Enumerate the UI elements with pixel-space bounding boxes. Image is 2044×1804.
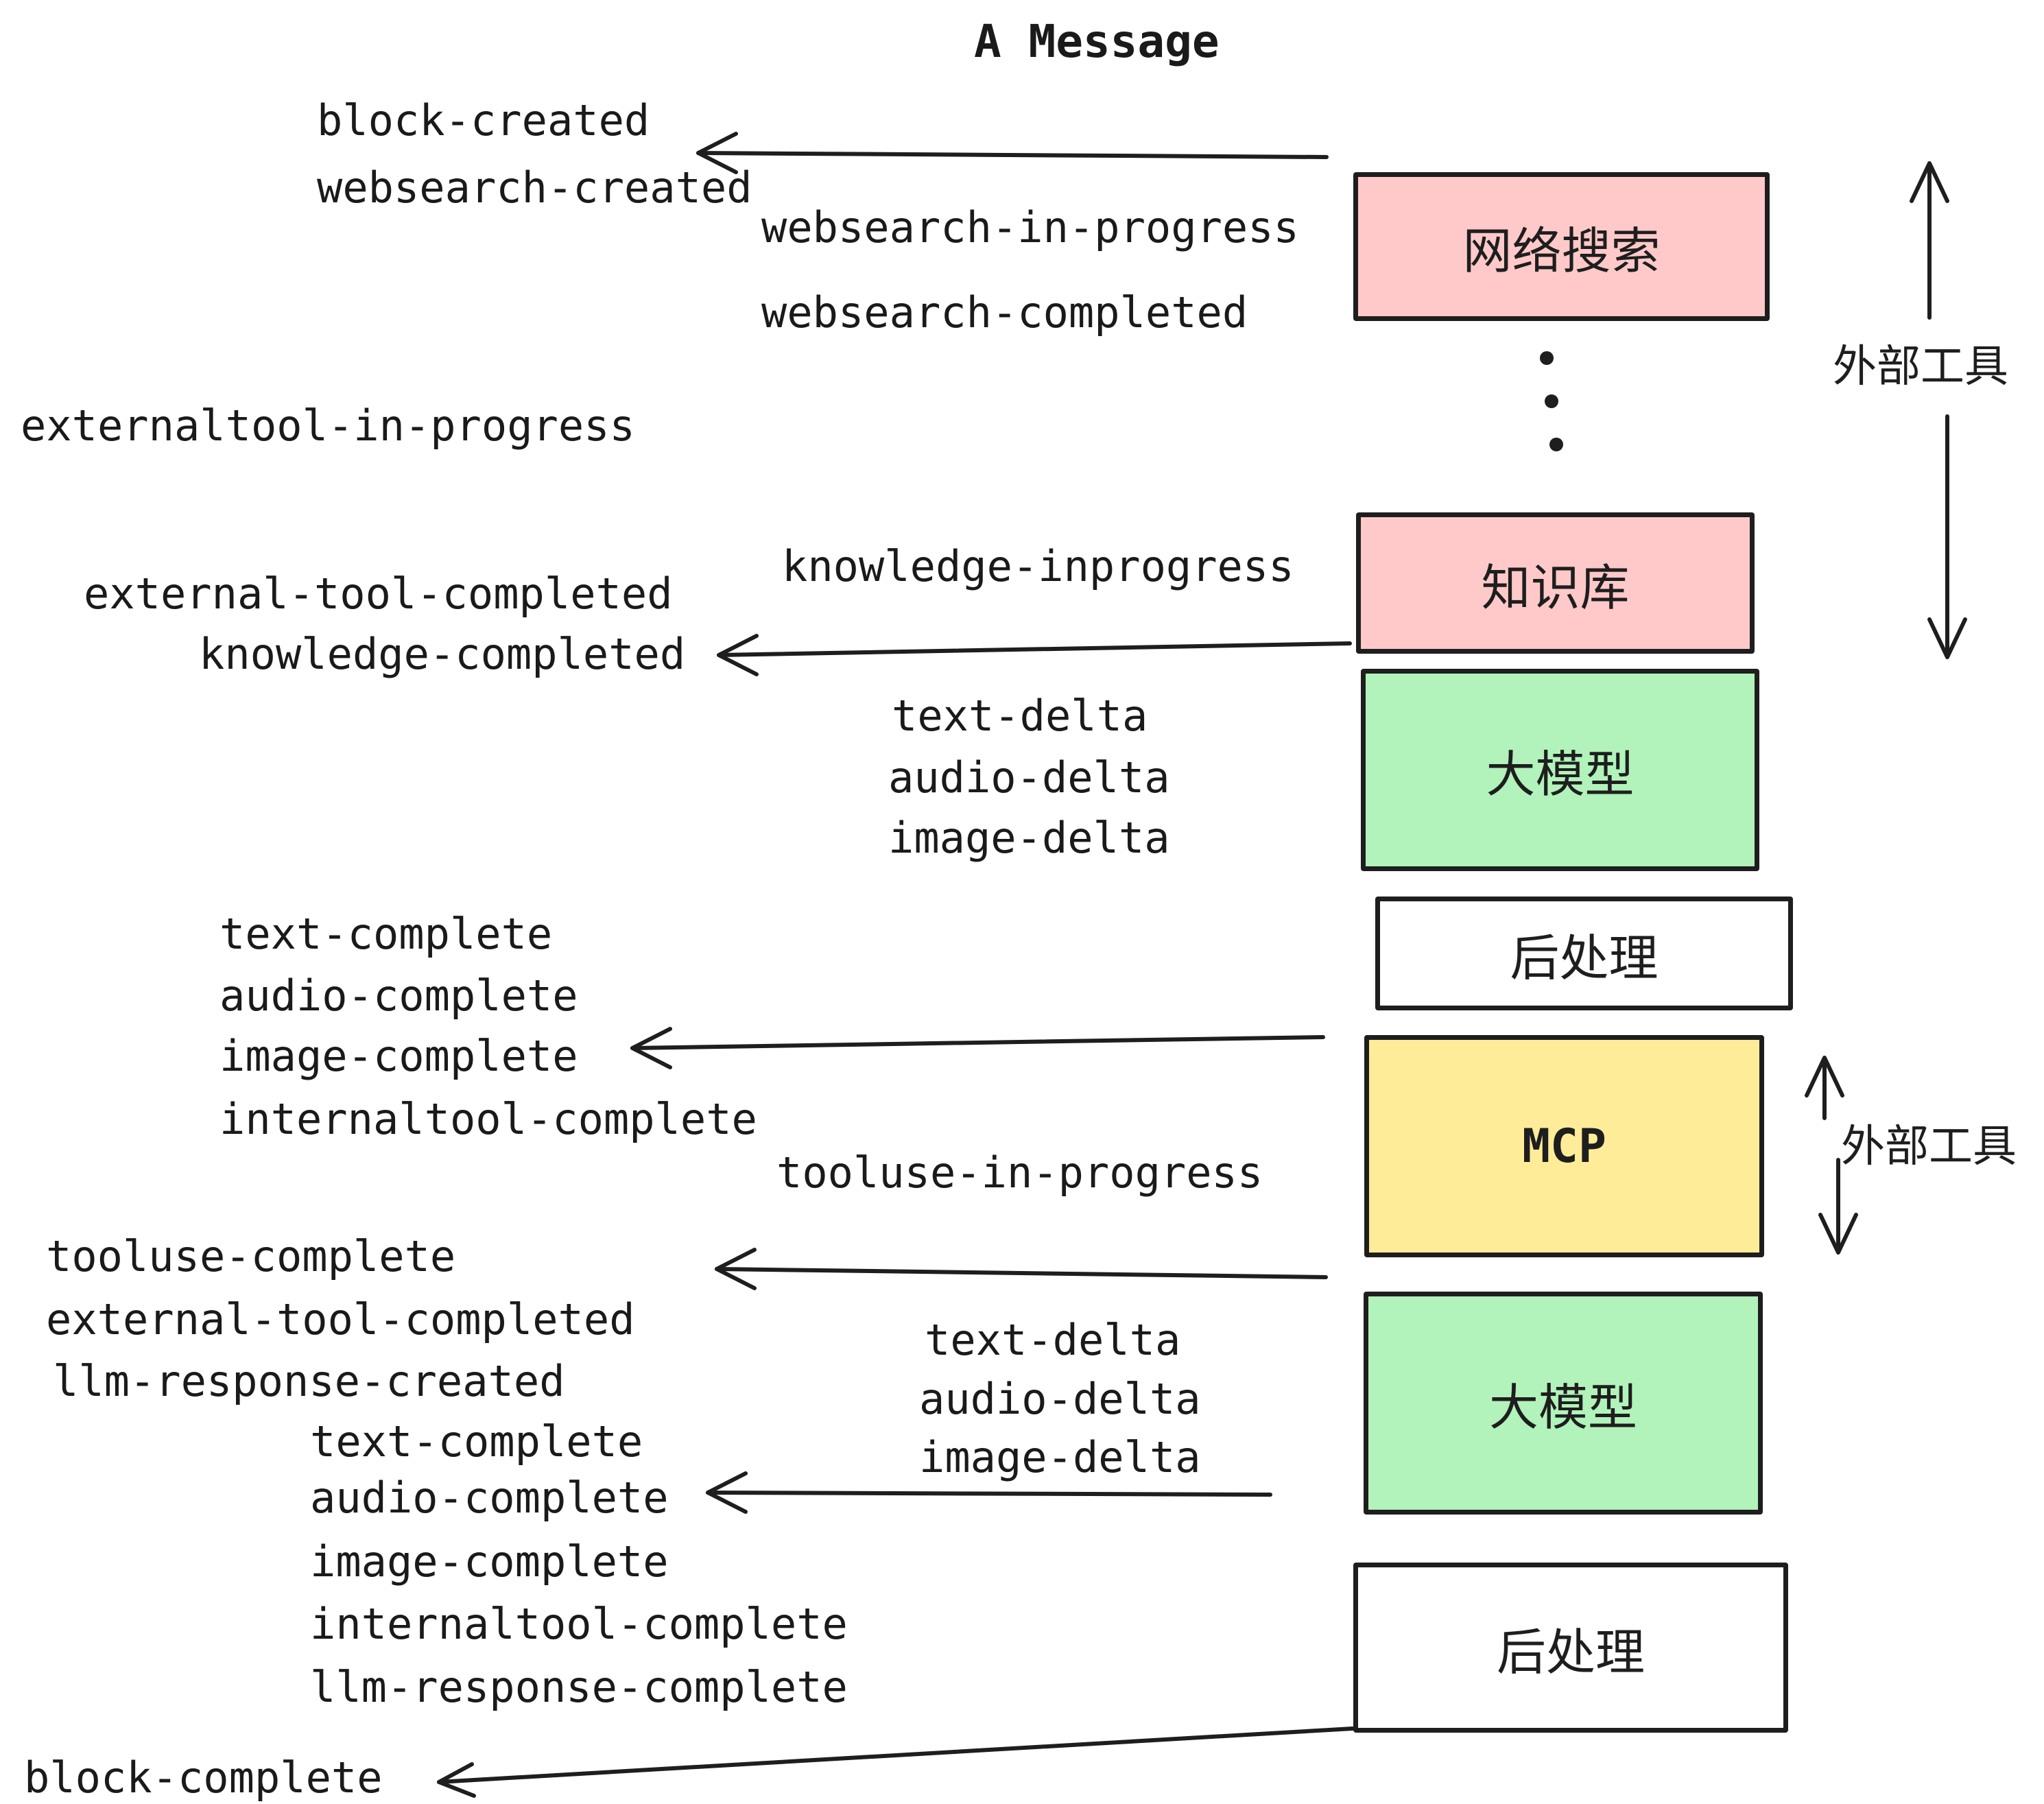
event-label-internaltool-complete-2: internaltool-complete bbox=[310, 1599, 848, 1649]
event-label-text-delta: text-delta bbox=[892, 691, 1148, 741]
up-arrow-head-2 bbox=[1805, 1056, 1844, 1097]
arrow-image-complete bbox=[630, 1027, 1325, 1069]
arrow-audio-complete-head bbox=[706, 1471, 748, 1514]
event-label-websearch-in-progress: websearch-in-progress bbox=[761, 202, 1299, 252]
event-label-image-delta-2: image-delta bbox=[919, 1432, 1201, 1482]
arrow-image-complete-head bbox=[630, 1027, 672, 1069]
arrow-tooluse-complete-head bbox=[715, 1248, 757, 1290]
arrow-knowledge-completed-shaft bbox=[717, 641, 1352, 657]
event-label-text-complete: text-complete bbox=[219, 909, 553, 959]
box-mcp-label: MCP bbox=[1522, 1119, 1606, 1174]
box-postprocess-1-label: 后处理 bbox=[1510, 929, 1659, 987]
box-llm-1: 大模型 bbox=[1361, 669, 1759, 871]
ellipsis-dot-3 bbox=[1549, 438, 1563, 451]
arrow-audio-complete-shaft bbox=[706, 1491, 1272, 1497]
arrow-tooluse-complete-shaft bbox=[715, 1267, 1328, 1279]
event-label-tooluse-in-progress: tooluse-in-progress bbox=[776, 1148, 1263, 1198]
box-llm-2-label: 大模型 bbox=[1488, 1379, 1637, 1436]
box-websearch-label: 网络搜索 bbox=[1462, 222, 1661, 280]
arrow-block-created bbox=[696, 132, 1329, 174]
arrow-block-created-shaft bbox=[696, 151, 1329, 159]
side-label-external-tools-1: 外部工具 bbox=[1833, 342, 2008, 392]
box-postprocess-1: 后处理 bbox=[1375, 897, 1793, 1010]
box-mcp: MCP bbox=[1364, 1035, 1764, 1257]
event-label-audio-delta-2: audio-delta bbox=[919, 1374, 1201, 1424]
event-label-websearch-completed: websearch-completed bbox=[761, 287, 1248, 337]
arrow-block-complete-head bbox=[437, 1762, 476, 1798]
event-label-audio-delta: audio-delta bbox=[888, 752, 1170, 803]
arrow-tooluse-complete bbox=[715, 1248, 1328, 1290]
ellipsis-dot-1 bbox=[1540, 351, 1554, 365]
ellipsis-dot-2 bbox=[1545, 394, 1558, 408]
arrow-knowledge-completed-head bbox=[717, 634, 759, 676]
event-label-externaltool-in-progress: externaltool-in-progress bbox=[21, 401, 635, 451]
arrow-block-complete-shaft bbox=[437, 1726, 1355, 1784]
event-label-tooluse-complete: tooluse-complete bbox=[46, 1231, 456, 1281]
box-postprocess-2-label: 后处理 bbox=[1496, 1623, 1645, 1681]
event-label-internaltool-complete: internaltool-complete bbox=[219, 1094, 757, 1144]
event-label-audio-complete-2: audio-complete bbox=[310, 1473, 669, 1523]
box-knowledge-base: 知识库 bbox=[1356, 512, 1755, 654]
event-label-block-created: block-created bbox=[317, 95, 650, 145]
event-label-external-tool-completed: external-tool-completed bbox=[84, 569, 673, 619]
arrow-knowledge-completed bbox=[717, 634, 1352, 676]
down-arrow-head-2 bbox=[1818, 1213, 1858, 1255]
box-llm-2: 大模型 bbox=[1364, 1292, 1763, 1515]
box-websearch: 网络搜索 bbox=[1353, 172, 1770, 321]
page-title: A Message bbox=[974, 15, 1220, 68]
up-arrow-head-1 bbox=[1910, 161, 1949, 203]
box-postprocess-2: 后处理 bbox=[1353, 1563, 1788, 1733]
range-indicator-external-tools-1 bbox=[1910, 161, 1967, 659]
event-label-websearch-created: websearch-created bbox=[317, 163, 752, 213]
event-label-image-delta: image-delta bbox=[888, 813, 1170, 863]
box-knowledge-base-label: 知识库 bbox=[1481, 558, 1630, 617]
event-label-text-complete-2: text-complete bbox=[310, 1416, 643, 1467]
side-label-external-tools-2: 外部工具 bbox=[1841, 1121, 2017, 1172]
event-label-text-delta-2: text-delta bbox=[925, 1315, 1181, 1365]
arrow-block-complete bbox=[437, 1726, 1355, 1798]
vertical-ellipsis-icon bbox=[1540, 351, 1563, 451]
arrow-image-complete-shaft bbox=[630, 1035, 1325, 1050]
event-label-image-complete: image-complete bbox=[219, 1031, 578, 1081]
event-label-audio-complete: audio-complete bbox=[219, 971, 578, 1021]
box-llm-1-label: 大模型 bbox=[1486, 746, 1635, 803]
event-label-llm-response-created: llm-response-created bbox=[53, 1356, 565, 1406]
event-label-block-complete: block-complete bbox=[24, 1753, 383, 1803]
event-label-llm-response-complete: llm-response-complete bbox=[310, 1662, 848, 1712]
event-label-knowledge-completed: knowledge-completed bbox=[199, 629, 686, 679]
event-label-external-tool-completed-2: external-tool-completed bbox=[46, 1294, 635, 1344]
down-arrow-head-1 bbox=[1927, 617, 1967, 659]
event-label-image-complete-2: image-complete bbox=[310, 1536, 669, 1587]
event-label-knowledge-inprogress: knowledge-inprogress bbox=[782, 541, 1294, 591]
